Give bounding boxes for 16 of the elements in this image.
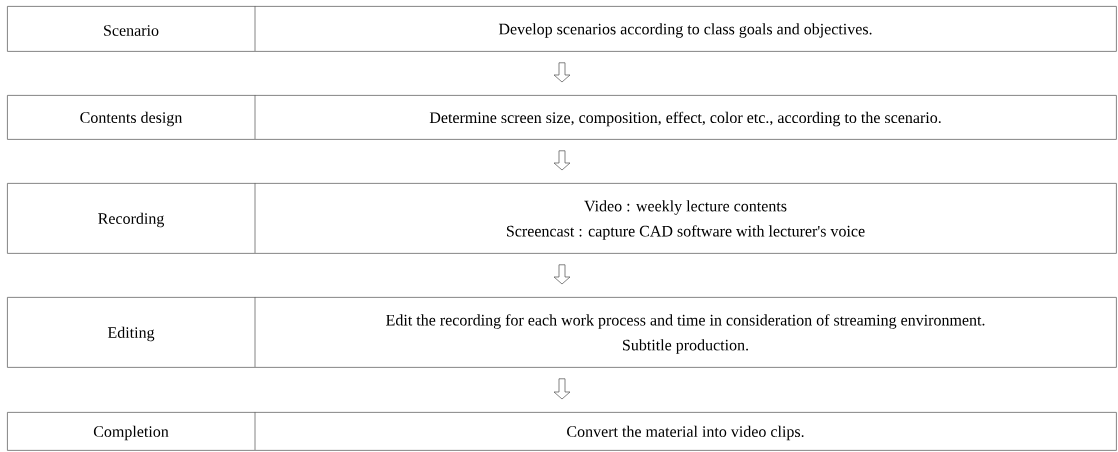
step-name: Scenario — [104, 25, 159, 36]
step-description: Determine screen size, composition, effect, color etc., according to the scenario. — [429, 111, 941, 127]
step-name: Recording — [98, 212, 165, 228]
step-description: Develop scenarios according to class goals and objectives. — [498, 23, 872, 38]
step-description: Edit the recording for each work process and time in consideration of streaming environment. — [386, 314, 985, 329]
step-name: Contents design — [80, 111, 183, 127]
hollow-arrow — [553, 62, 571, 83]
step-description: Video : weekly lecture contents — [584, 200, 787, 215]
step-description: Screencast : capture CAD software with lecturer's voice — [507, 225, 865, 240]
step-description: Subtitle production. — [623, 339, 748, 354]
hollow-arrow — [553, 150, 571, 171]
step-name: Editing — [107, 326, 155, 342]
hollow-arrow — [553, 378, 571, 400]
hollow-arrow — [553, 264, 571, 285]
step-description: Convert the material into video clips. — [567, 425, 804, 441]
step-name: Completion — [93, 425, 169, 441]
